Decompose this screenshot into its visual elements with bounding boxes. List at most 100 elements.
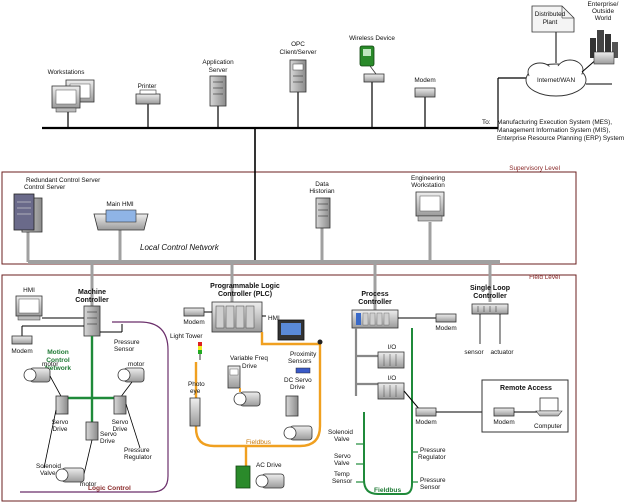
variable-freq-drive-icon: [227, 365, 241, 389]
servo-drive-right-icon: [113, 395, 127, 415]
motor-bottom-icon: [55, 467, 85, 483]
distributed-plant-label-2: Plant: [543, 19, 558, 26]
fieldbus-terminator-icon: [317, 339, 323, 345]
ac-drive-icon: [235, 465, 251, 489]
ac-drive-label: AC Drive: [256, 462, 282, 469]
modem-plc-label: Modem: [183, 319, 204, 326]
motion-control-network-label-1: Motion: [47, 349, 69, 356]
servo-drive-right-label-1: Servo: [112, 419, 129, 426]
enterprise-city-icon: [590, 30, 618, 65]
modem-plc-icon: [183, 307, 205, 317]
laptop-icon: [535, 397, 563, 417]
motion-control-network-label-2: Control: [46, 357, 70, 364]
hmi-panel-icon: [277, 319, 305, 341]
wireless-device-icon: [359, 45, 385, 83]
ac-motor-icon: [255, 473, 285, 489]
pressure-regulator-left-label-1: Pressure: [124, 447, 150, 454]
fieldbus-green-label: Fieldbus: [374, 487, 401, 494]
servo-drive-left-label-2: Drive: [53, 426, 68, 433]
engineering-workstation-icon: [415, 191, 445, 222]
motor-left-1-label: motor: [42, 361, 59, 368]
modem-remote-icon: [415, 407, 437, 417]
machine-controller-label-1: Machine: [78, 289, 106, 296]
motor-right-1-icon: [117, 367, 145, 383]
temp-sensor-label-1: Temp: [334, 471, 350, 478]
solenoid-valve-right-label-1: Solenoid: [328, 429, 353, 436]
application-server-icon: [209, 75, 227, 107]
dc-servo-drive-label-2: Drive: [290, 384, 305, 391]
enterprise-label-3: World: [595, 15, 612, 22]
enterprise-network: [42, 77, 528, 262]
internet-wan-cloud-icon: [525, 59, 587, 97]
hmi-left-label: HMI: [23, 287, 35, 294]
pressure-sensor-right-label-2: Sensor: [420, 484, 441, 491]
single-loop-controller-label-1: Single Loop: [470, 285, 510, 292]
modem-remote-2-icon: [493, 407, 515, 417]
machine-controller-icon: [83, 305, 101, 337]
fieldbus-orange: [194, 332, 322, 468]
servo-drive-left-label-1: Servo: [52, 419, 69, 426]
enterprise-label-2: Outside: [592, 8, 614, 15]
io-module-2-icon: [377, 382, 405, 400]
proximity-sensors-label-2: Sensors: [288, 358, 311, 365]
computer-label: Computer: [534, 423, 563, 430]
servo-drive-center-label-1: Servo: [100, 431, 117, 438]
opc-label-2: Client/Server: [280, 49, 318, 56]
main-hmi-icon: [93, 209, 149, 231]
dc-motor-icon: [283, 425, 313, 441]
io-1-label: I/O: [388, 344, 397, 351]
data-historian-icon: [315, 197, 331, 229]
servo-drive-center-label-2: Drive: [100, 438, 115, 445]
servo-valve-label-2: Valve: [334, 460, 350, 467]
local-control-network: [26, 222, 500, 310]
motor-bottom-label: motor: [80, 481, 97, 488]
enterprise-label-1: Enterprise/: [588, 1, 619, 8]
pressure-sensor-label-1: Pressure: [114, 339, 140, 346]
pressure-sensor-right-label-1: Pressure: [420, 477, 446, 484]
to-line-2: Management Information System (MIS),: [497, 127, 611, 134]
servo-drive-center-icon: [85, 421, 99, 441]
modem-remote-label: Modem: [415, 419, 436, 426]
motor-left-1-icon: [23, 367, 51, 383]
photo-eye-label-2: eye: [190, 388, 201, 395]
remote-access-label: Remote Access: [500, 385, 552, 392]
internet-wan-label: Internet/WAN: [537, 77, 576, 84]
servo-drive-left-icon: [55, 395, 69, 415]
data-historian-label-2: Historian: [309, 188, 335, 195]
variable-freq-drive-label-1: Variable Freq: [230, 355, 268, 362]
distributed-plant-label-1: Distributed: [535, 11, 566, 18]
proximity-sensor-icon: [295, 367, 311, 374]
modem-remote-2-label: Modem: [493, 419, 514, 426]
solenoid-valve-left-label-1: Solenoid: [36, 463, 61, 470]
pressure-regulator-left-label-2: Regulator: [124, 454, 153, 461]
solenoid-valve-right-label-2: Valve: [334, 436, 350, 443]
field-zone-border: [1, 274, 577, 502]
engineering-workstation-label-2: Workstation: [411, 182, 445, 189]
pressure-regulator-right-label-1: Pressure: [420, 447, 446, 454]
to-line-1: Manufacturing Execution System (MES),: [497, 119, 612, 126]
supervisory-level-label: Supervisory Level: [509, 165, 560, 172]
workstations-icon: [51, 79, 95, 113]
wireless-device-label: Wireless Device: [349, 35, 395, 42]
vfd-motor-icon: [233, 391, 261, 407]
redundant-control-server-icon: [13, 193, 43, 233]
opc-label-1: OPC: [291, 41, 305, 48]
io-2-label: I/O: [388, 375, 397, 382]
plc-label-2: Controller (PLC): [218, 291, 272, 298]
supervisory-zone-border: [1, 171, 577, 265]
single-loop-controller-label-2: Controller: [473, 293, 507, 300]
redundant-control-server-label-2: Control Server: [24, 184, 66, 191]
plc-label-1: Programmable Logic: [210, 283, 280, 290]
application-server-label-1: Application: [202, 59, 234, 66]
dc-servo-drive-label-1: DC Servo: [284, 377, 312, 384]
printer-icon: [135, 89, 161, 105]
motion-control-network: [60, 336, 122, 430]
pressure-sensor-label-2: Sensor: [114, 346, 135, 353]
plc-icon: [211, 301, 263, 333]
modem-process-label: Modem: [435, 325, 456, 332]
redundant-control-server-label-1: Redundant Control Server: [26, 177, 101, 184]
modem-process-icon: [435, 313, 457, 323]
printer-label: Printer: [138, 83, 158, 90]
